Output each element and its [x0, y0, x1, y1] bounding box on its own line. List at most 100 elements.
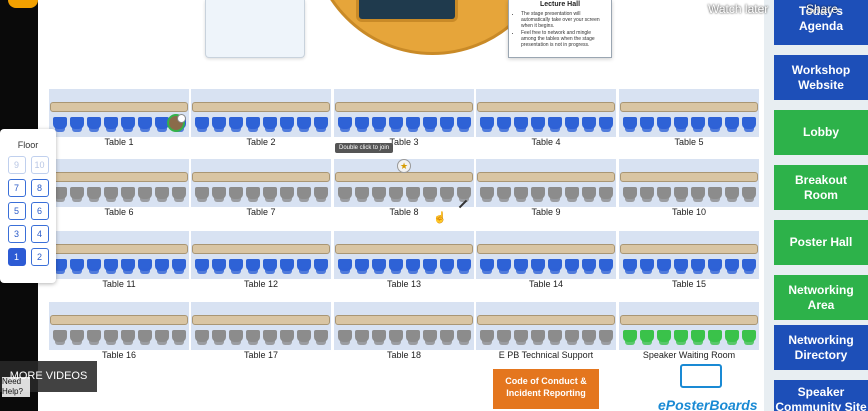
seat[interactable]: [263, 259, 277, 274]
seat[interactable]: [338, 330, 352, 345]
seat[interactable]: [657, 330, 671, 345]
seat[interactable]: [172, 259, 186, 274]
seat[interactable]: [195, 330, 209, 345]
seat[interactable]: [423, 330, 437, 345]
table-20[interactable]: Speaker Waiting Room: [619, 302, 759, 362]
table-13[interactable]: Table 13: [334, 231, 474, 291]
table-6[interactable]: Table 6: [49, 159, 189, 219]
seat[interactable]: [212, 117, 226, 132]
seat[interactable]: [280, 117, 294, 132]
seat[interactable]: [138, 330, 152, 345]
seat[interactable]: [514, 259, 528, 274]
seat[interactable]: [657, 117, 671, 132]
seat[interactable]: [297, 330, 311, 345]
seat[interactable]: [406, 259, 420, 274]
seat[interactable]: [548, 259, 562, 274]
seat[interactable]: [691, 259, 705, 274]
seat[interactable]: [195, 187, 209, 202]
seat[interactable]: [121, 117, 135, 132]
seat[interactable]: [457, 330, 471, 345]
seat[interactable]: [195, 259, 209, 274]
seat[interactable]: [263, 330, 277, 345]
table-10[interactable]: Table 10: [619, 159, 759, 219]
seat[interactable]: [531, 187, 545, 202]
seat[interactable]: [457, 259, 471, 274]
seat[interactable]: [355, 117, 369, 132]
share-button[interactable]: Share: [806, 2, 839, 16]
seat[interactable]: [691, 330, 705, 345]
seat[interactable]: [423, 259, 437, 274]
seat[interactable]: [297, 187, 311, 202]
seat[interactable]: [155, 187, 169, 202]
seat[interactable]: [582, 259, 596, 274]
table-19[interactable]: E PB Technical Support: [476, 302, 616, 362]
seat[interactable]: [440, 187, 454, 202]
seat[interactable]: [338, 187, 352, 202]
table-1[interactable]: Table 1: [49, 89, 189, 149]
seat[interactable]: [457, 117, 471, 132]
seat[interactable]: [229, 330, 243, 345]
seat[interactable]: [246, 187, 260, 202]
seat[interactable]: [355, 187, 369, 202]
seat[interactable]: [623, 187, 637, 202]
seat[interactable]: [742, 187, 756, 202]
seat[interactable]: [565, 259, 579, 274]
user-avatar[interactable]: [167, 114, 186, 132]
table-9[interactable]: Table 9: [476, 159, 616, 219]
seat[interactable]: [514, 187, 528, 202]
seat[interactable]: [565, 117, 579, 132]
seat[interactable]: [674, 117, 688, 132]
seat[interactable]: [582, 187, 596, 202]
seat[interactable]: [691, 117, 705, 132]
seat[interactable]: [623, 117, 637, 132]
seat[interactable]: [104, 330, 118, 345]
seat[interactable]: [212, 187, 226, 202]
seat[interactable]: [406, 117, 420, 132]
seat[interactable]: [514, 330, 528, 345]
seat[interactable]: [70, 330, 84, 345]
seat[interactable]: [87, 117, 101, 132]
seat[interactable]: [548, 330, 562, 345]
seat[interactable]: [70, 187, 84, 202]
seat[interactable]: [623, 330, 637, 345]
seat[interactable]: [531, 259, 545, 274]
seat[interactable]: [599, 117, 613, 132]
floor-button[interactable]: 7: [7, 179, 26, 197]
table-2[interactable]: Table 2: [191, 89, 331, 149]
seat[interactable]: [70, 259, 84, 274]
seat[interactable]: [565, 330, 579, 345]
seat[interactable]: [121, 187, 135, 202]
seat[interactable]: [246, 330, 260, 345]
seat[interactable]: [497, 117, 511, 132]
seat[interactable]: [599, 259, 613, 274]
seat[interactable]: [121, 259, 135, 274]
seat[interactable]: [742, 117, 756, 132]
seat[interactable]: [497, 187, 511, 202]
seat[interactable]: [104, 117, 118, 132]
seat[interactable]: [497, 259, 511, 274]
table-12[interactable]: Table 12: [191, 231, 331, 291]
seat[interactable]: [708, 187, 722, 202]
seat[interactable]: [389, 117, 403, 132]
seat[interactable]: [640, 117, 654, 132]
seat[interactable]: [406, 330, 420, 345]
seat[interactable]: [372, 117, 386, 132]
seat[interactable]: [599, 187, 613, 202]
seat[interactable]: [674, 187, 688, 202]
seat[interactable]: [674, 330, 688, 345]
floor-button[interactable]: 1: [7, 248, 26, 266]
seat[interactable]: [480, 330, 494, 345]
table-15[interactable]: Table 15: [619, 231, 759, 291]
seat[interactable]: [389, 259, 403, 274]
floor-button[interactable]: 3: [7, 225, 26, 243]
seat[interactable]: [423, 187, 437, 202]
seat[interactable]: [155, 117, 169, 132]
seat[interactable]: [457, 187, 471, 202]
seat[interactable]: [104, 259, 118, 274]
star-icon[interactable]: ★: [397, 159, 411, 173]
